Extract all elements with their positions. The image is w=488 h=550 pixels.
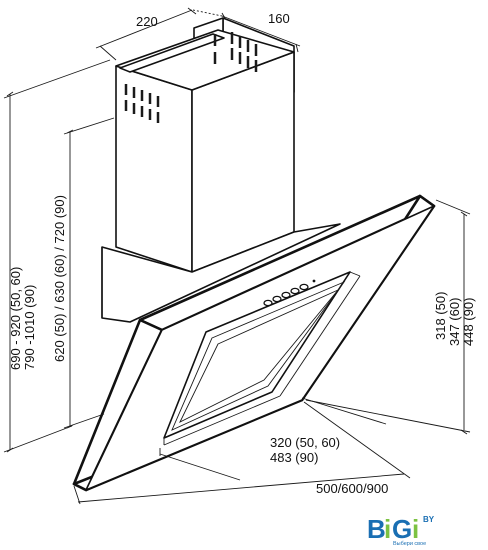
dim-panel-height-1: 318 (50) bbox=[433, 292, 448, 340]
logo-letter-i2: i bbox=[412, 514, 419, 544]
right-dimension-lines bbox=[305, 199, 471, 435]
dim-panel-height-3: 448 (90) bbox=[461, 298, 476, 346]
logo-letter-b: B bbox=[367, 514, 386, 544]
hood-body bbox=[101, 223, 341, 323]
dim-panel-depth-2: 483 (90) bbox=[270, 450, 318, 465]
chimney bbox=[115, 29, 295, 273]
logo-letter-i1: i bbox=[384, 514, 391, 544]
button-2-icon bbox=[272, 295, 282, 303]
button-4-icon bbox=[290, 287, 300, 295]
dim-total-height-1: 690 - 920 (50, 60) bbox=[8, 267, 23, 370]
dim-panel-height-2: 347 (60) bbox=[447, 298, 462, 346]
bottom-dimension-lines bbox=[73, 397, 411, 505]
dim-chimney-height: 620 (50) / 630 (60) / 720 (90) bbox=[52, 195, 67, 362]
indicator-icon bbox=[312, 279, 316, 283]
bigi-logo: B i G i BY Выбери свое bbox=[367, 514, 435, 547]
dim-chimney-width: 220 bbox=[136, 14, 158, 29]
glass-panel bbox=[72, 194, 436, 492]
left-dimension-lines bbox=[3, 59, 115, 453]
dim-hood-width: 500/600/900 bbox=[316, 481, 388, 496]
button-1-icon bbox=[263, 299, 273, 307]
control-buttons bbox=[263, 279, 316, 307]
dim-total-height-2: 790 -1010 (90) bbox=[22, 285, 37, 370]
dim-chimney-depth: 160 bbox=[268, 11, 290, 26]
button-3-icon bbox=[281, 291, 291, 299]
logo-tagline: Выбери свое bbox=[393, 541, 426, 547]
logo-letter-g: G bbox=[392, 514, 412, 544]
vent-slots-lower bbox=[124, 32, 258, 123]
dim-panel-depth-1: 320 (50, 60) bbox=[270, 435, 340, 450]
button-5-icon bbox=[299, 283, 309, 291]
top-dimension-lines bbox=[95, 7, 301, 61]
logo-domain: BY bbox=[423, 515, 435, 524]
